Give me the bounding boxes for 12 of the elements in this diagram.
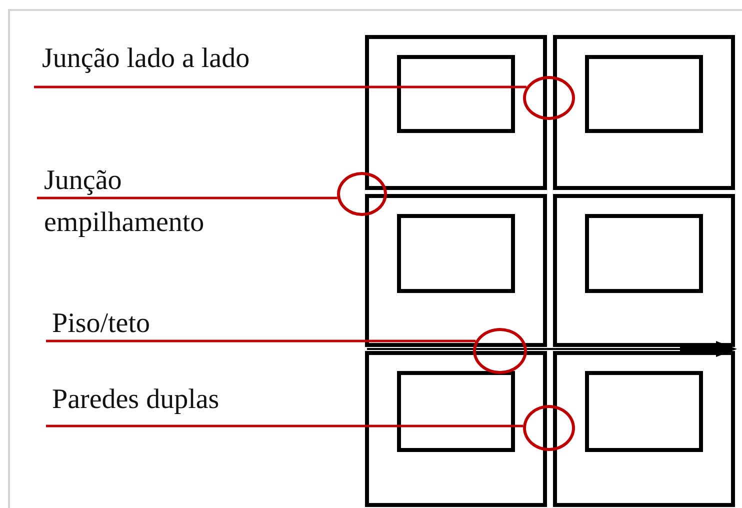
callout-label: Junção empilhamento	[44, 160, 244, 244]
highlight-circle	[337, 172, 387, 216]
callout-label: Paredes duplas	[52, 379, 220, 421]
callout-label: Junção lado a lado	[42, 38, 250, 80]
leader-line	[37, 196, 338, 200]
highlight-circle	[523, 405, 575, 451]
leader-line	[34, 86, 526, 88]
highlight-circle	[523, 76, 575, 120]
callout-label: Piso/teto	[52, 303, 150, 345]
leader-line	[46, 340, 476, 342]
leader-line	[46, 424, 524, 428]
highlight-circle	[473, 328, 527, 374]
